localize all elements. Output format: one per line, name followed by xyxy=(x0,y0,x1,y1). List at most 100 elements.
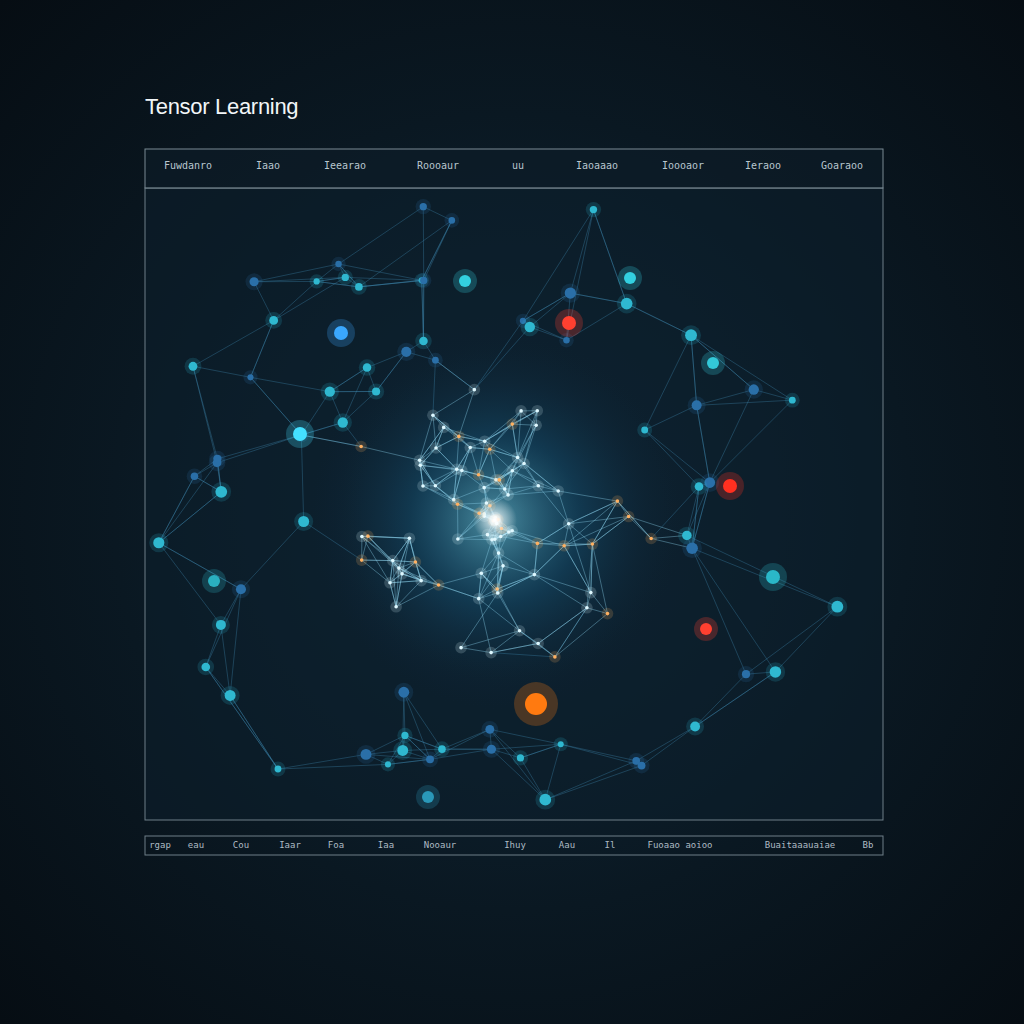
network-dot xyxy=(468,446,472,450)
dot-glow xyxy=(688,396,706,414)
footer-bar xyxy=(145,836,883,855)
network-dot xyxy=(249,277,258,286)
dot-glow xyxy=(561,283,580,302)
dot-glow xyxy=(415,333,432,350)
link-line xyxy=(692,548,775,672)
network-dot xyxy=(535,409,539,413)
dot-glow xyxy=(357,745,376,764)
link-line xyxy=(534,546,564,575)
network-dot xyxy=(690,722,700,732)
network-dot xyxy=(479,571,483,575)
dot-glow xyxy=(232,580,250,598)
network-dot xyxy=(420,277,427,284)
dot-glow xyxy=(452,533,464,545)
link-line xyxy=(439,585,479,599)
link-line xyxy=(555,608,587,657)
dot-glow xyxy=(502,489,514,501)
highlight-dot xyxy=(624,272,636,284)
network-dot xyxy=(437,583,441,587)
network-dot xyxy=(489,651,493,655)
link-line xyxy=(645,430,699,487)
dot-glow xyxy=(554,737,568,751)
dot-glow xyxy=(433,579,445,591)
footer-label: rgap xyxy=(149,840,171,850)
dot-glow xyxy=(716,472,744,500)
link-line xyxy=(359,280,424,286)
link-line xyxy=(695,674,746,726)
dot-glow xyxy=(485,647,497,659)
link-line xyxy=(687,535,837,606)
link-line xyxy=(592,544,607,614)
dot-glow xyxy=(397,343,415,361)
network-dot xyxy=(408,536,412,540)
network-dot xyxy=(553,655,557,659)
header-label: Iaoaaao xyxy=(576,160,618,171)
link-line xyxy=(692,548,746,674)
dot-glow xyxy=(452,498,464,510)
network-dot xyxy=(533,573,537,577)
dot-glow xyxy=(453,431,465,443)
dot-glow xyxy=(445,213,460,228)
core-glow xyxy=(305,330,685,710)
link-line xyxy=(206,667,278,769)
dot-glow xyxy=(310,274,324,288)
link-line xyxy=(490,729,561,744)
link-line xyxy=(710,400,793,482)
dot-glow xyxy=(417,480,429,492)
network-dot xyxy=(388,581,392,585)
network-dot xyxy=(506,493,510,497)
network-dot xyxy=(501,564,505,568)
network-dot xyxy=(511,422,515,426)
network-dot xyxy=(247,374,253,380)
network-dot xyxy=(456,537,460,541)
dot-glow xyxy=(428,353,443,368)
link-line xyxy=(564,546,591,593)
network-graph xyxy=(149,199,847,810)
link-line xyxy=(422,280,424,341)
dot-glow xyxy=(766,662,785,681)
network-dot xyxy=(473,388,477,392)
link-line xyxy=(474,327,529,390)
link-line xyxy=(241,522,304,590)
plot-frame xyxy=(145,188,883,820)
dot-glow xyxy=(359,359,376,376)
network-dot xyxy=(335,261,341,267)
link-line xyxy=(433,360,435,415)
footer-label: Aau xyxy=(559,840,575,850)
dot-glow xyxy=(581,602,593,614)
link-line xyxy=(490,411,521,449)
link-line xyxy=(250,377,329,391)
dot-glow xyxy=(691,478,708,495)
link-line xyxy=(461,631,519,648)
dot-glow xyxy=(393,741,412,760)
dot-glow xyxy=(530,419,542,431)
dot-glow xyxy=(438,422,450,434)
dot-glow xyxy=(602,608,614,620)
dot-glow xyxy=(427,409,439,421)
network-dot xyxy=(431,413,435,417)
dot-glow xyxy=(368,383,384,399)
dot-glow xyxy=(355,441,367,453)
link-line xyxy=(697,405,710,482)
link-line xyxy=(561,744,636,761)
dot-glow xyxy=(531,405,543,417)
link-line xyxy=(159,492,221,543)
dot-glow xyxy=(422,751,438,767)
network-dot xyxy=(692,400,702,410)
network-dot xyxy=(421,484,425,488)
dot-glow xyxy=(827,597,847,617)
link-line xyxy=(430,729,490,759)
link-line xyxy=(423,207,424,281)
dot-glow xyxy=(481,721,498,738)
dot-glow xyxy=(529,569,541,581)
dot-glow xyxy=(492,587,504,599)
link-line xyxy=(461,593,498,648)
network-dot xyxy=(695,482,704,491)
dot-glow xyxy=(416,199,431,214)
link-line xyxy=(593,210,626,304)
dot-glow xyxy=(701,351,725,375)
link-line xyxy=(545,761,636,800)
dot-glow xyxy=(410,556,422,568)
highlight-dot xyxy=(208,575,220,587)
